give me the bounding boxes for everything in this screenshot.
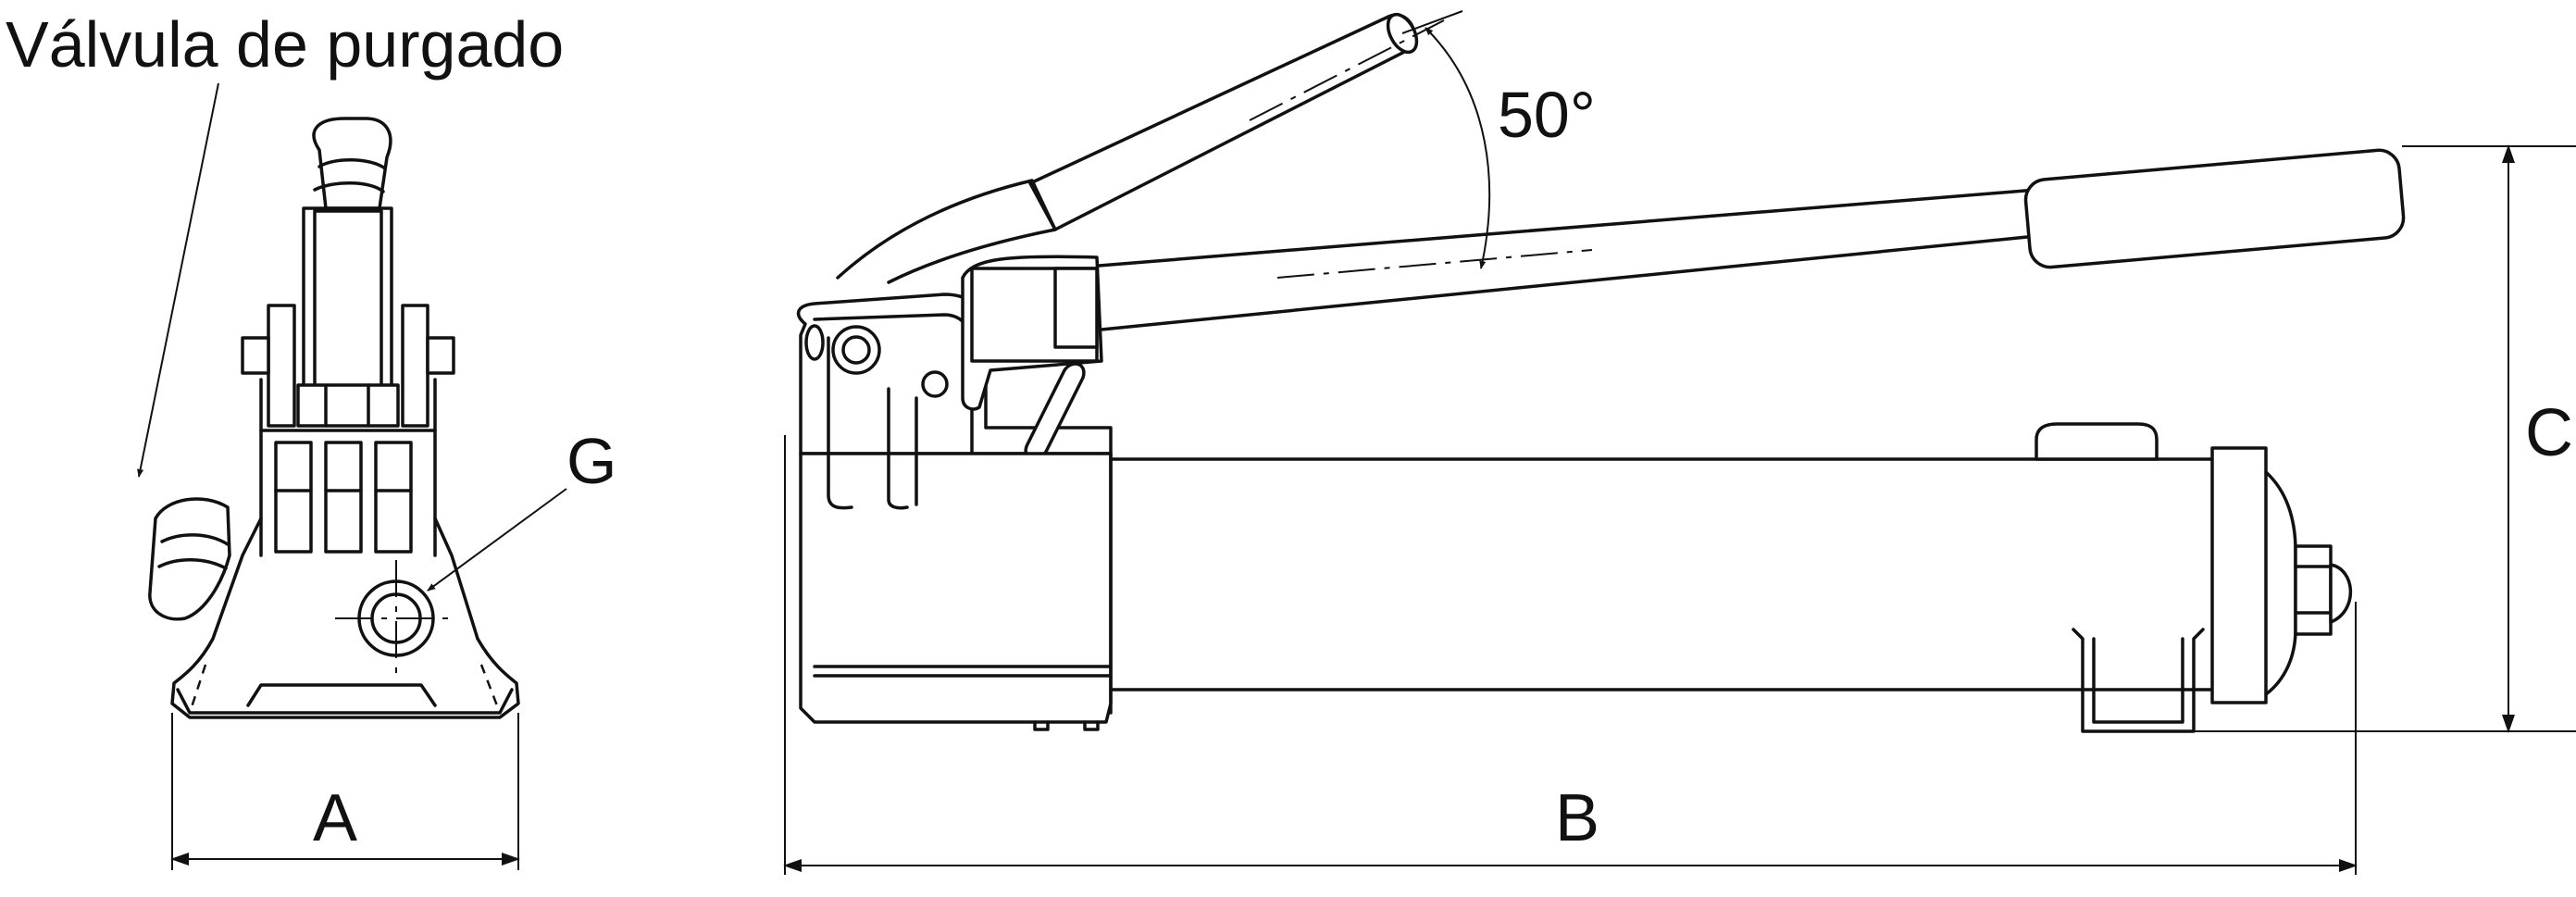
- dimension-c-label: C: [2525, 396, 2573, 470]
- dimension-a: [170, 713, 520, 870]
- dimension-b-label: B: [1555, 781, 1599, 855]
- dimension-b: [783, 435, 2358, 875]
- dimension-a-label: A: [313, 781, 357, 855]
- bleed-valve-label: Válvula de purgado: [6, 8, 564, 81]
- pump-front-view: [148, 117, 520, 719]
- port-label: G: [566, 425, 616, 497]
- pump-side-view: [796, 10, 2406, 733]
- bleed-valve-leader: [137, 82, 219, 478]
- port-leader: [427, 488, 567, 592]
- dimension-c: [2194, 144, 2576, 733]
- angle-label: 50°: [1498, 79, 1596, 151]
